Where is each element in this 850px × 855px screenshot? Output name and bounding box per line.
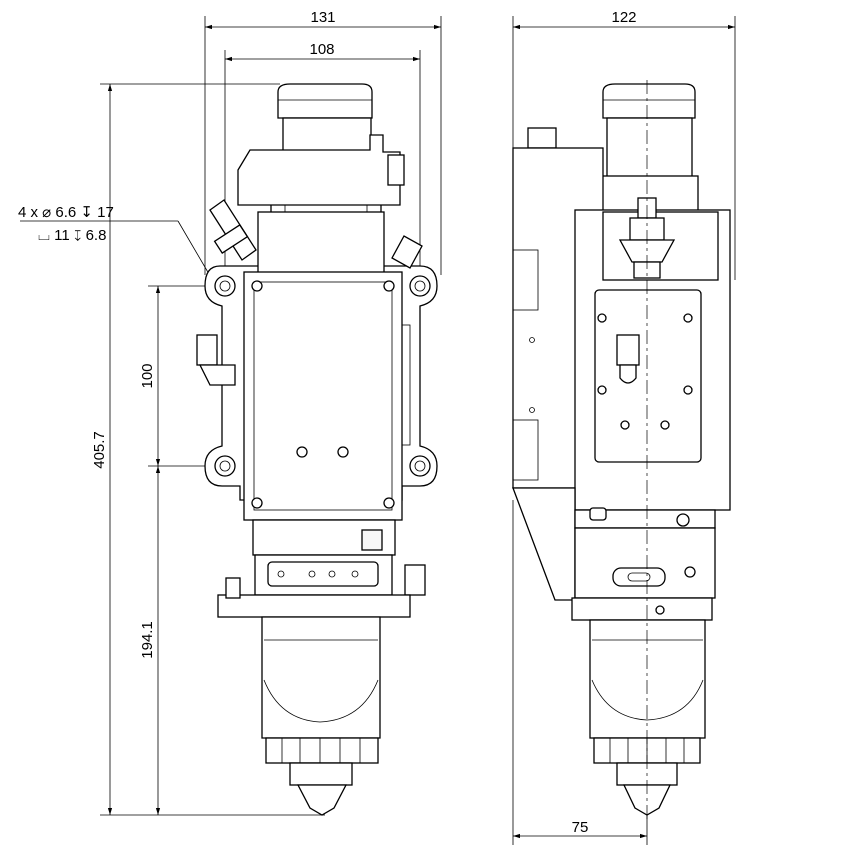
front-upper-body — [257, 211, 385, 283]
hole-note-line2: ⌴ 11 ↧ 6.8 — [38, 227, 106, 244]
dim-side-offset: 75 — [572, 819, 589, 836]
side-view — [512, 80, 731, 820]
dim-hole-spacing: 100 — [139, 363, 156, 388]
front-base-plate — [217, 594, 411, 618]
hole-note-line1: 4 x ⌀ 6.6 ↧ 17 — [18, 204, 114, 221]
side-cover-plate — [594, 289, 702, 463]
dim-front-width-inner: 108 — [309, 41, 334, 58]
dim-overall-height: 405.7 — [91, 431, 108, 469]
dim-side-width: 122 — [611, 9, 636, 26]
side-base-plate — [571, 597, 713, 621]
side-lower-block — [574, 527, 716, 599]
dim-lower-height: 194.1 — [139, 621, 156, 659]
front-view — [196, 83, 438, 816]
plate-screws — [597, 313, 693, 430]
top-cap — [277, 83, 373, 119]
side-top-cap — [602, 83, 696, 119]
body-screws — [251, 280, 395, 509]
front-nozzle-tip — [296, 784, 348, 816]
dim-front-width-outer: 131 — [310, 9, 335, 26]
front-nozzle-housing — [261, 616, 381, 739]
front-main-body — [243, 271, 403, 521]
mounting-holes — [214, 275, 431, 477]
air-fittings — [196, 199, 426, 596]
